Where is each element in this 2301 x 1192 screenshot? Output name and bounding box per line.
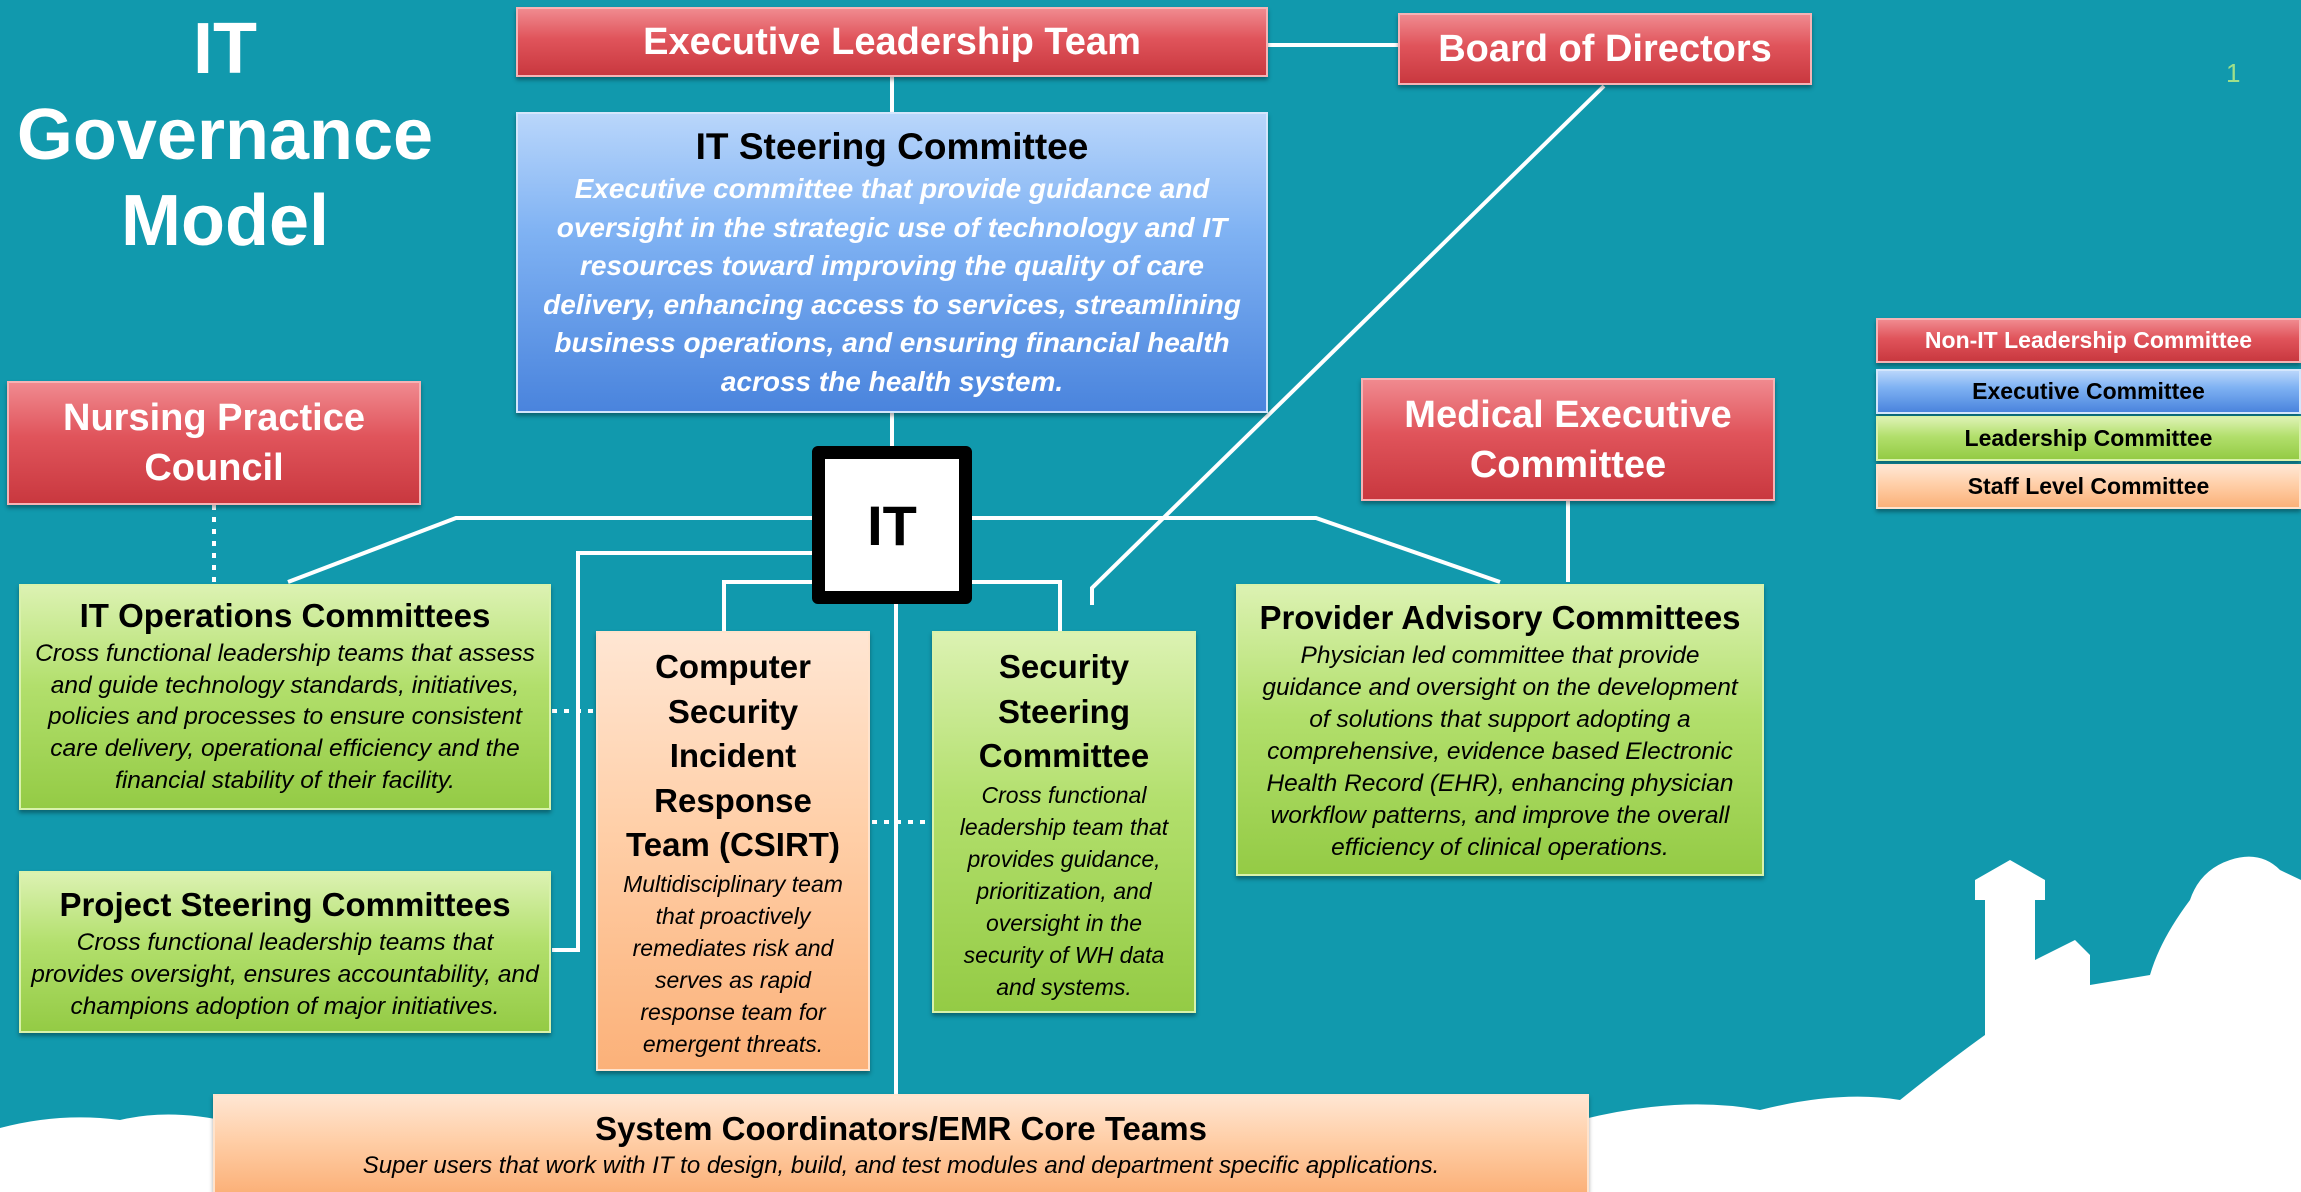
executive-leadership-team-title: Executive Leadership Team <box>643 21 1141 63</box>
executive-leadership-team-box: Executive Leadership Team <box>516 7 1268 77</box>
legend-item-executive: Executive Committee <box>1876 369 2301 414</box>
it-center-box: IT <box>812 446 972 604</box>
page-title: IT Governance Model <box>0 6 450 264</box>
legend-label: Executive Committee <box>1972 378 2205 404</box>
nursing-practice-council-box: Nursing Practice Council <box>7 381 421 505</box>
system-coordinators-title: System Coordinators/EMR Core Teams <box>595 1110 1207 1147</box>
board-of-directors-title: Board of Directors <box>1438 28 1772 70</box>
it-steering-committee-box: IT Steering Committee Executive committe… <box>516 112 1268 413</box>
medical-executive-committee-title-line: Medical Executive <box>1404 393 1732 436</box>
landscape-silhouette <box>0 856 2301 1192</box>
nursing-practice-council-title-line: Nursing Practice <box>63 397 365 439</box>
it-operations-committees-description: Cross functional leadership teams that a… <box>35 640 535 794</box>
csirt-title-line: Security <box>667 692 799 730</box>
legend-item-non-it-leadership: Non-IT Leadership Committee <box>1876 318 2301 363</box>
page-title-line: Model <box>121 181 329 261</box>
project-steering-committees-box: Project Steering Committees Cross functi… <box>19 871 551 1033</box>
csirt-title-line: Incident <box>669 737 797 774</box>
it-operations-committees-box: IT Operations Committees Cross functiona… <box>19 584 551 810</box>
legend-label: Leadership Committee <box>1964 425 2213 451</box>
legend-item-leadership: Leadership Committee <box>1876 416 2301 461</box>
csirt-title-line: Team (CSIRT) <box>626 826 840 863</box>
provider-advisory-committees-title: Provider Advisory Committees <box>1259 599 1741 636</box>
security-steering-committee-description: Cross functional leadership team that pr… <box>959 781 1169 1000</box>
page-title-line: IT <box>193 9 257 89</box>
page-title-line: Governance <box>16 95 434 175</box>
provider-advisory-committees-box: Provider Advisory Committees Physician l… <box>1236 584 1764 876</box>
page-number: 1 <box>2226 58 2241 88</box>
medical-executive-committee-title-line: Committee <box>1469 443 1667 486</box>
legend-label: Non-IT Leadership Committee <box>1924 327 2253 353</box>
csirt-title-line: Response <box>654 781 812 819</box>
security-steering-committee-title-line: Security <box>998 648 1130 685</box>
it-center-label: IT <box>867 493 917 557</box>
legend-item-staff-level: Staff Level Committee <box>1876 464 2301 509</box>
csirt-description: Multidisciplinary team that proactively … <box>623 870 843 1057</box>
provider-advisory-committees-description: Physician led committee that provide gui… <box>1262 642 1738 861</box>
it-operations-committees-title: IT Operations Committees <box>79 597 491 634</box>
it-steering-committee-title: IT Steering Committee <box>695 126 1089 167</box>
nursing-practice-council-title-line: Council <box>144 447 284 489</box>
board-of-directors-box: Board of Directors <box>1398 13 1812 85</box>
security-steering-committee-title-line: Steering <box>997 692 1131 730</box>
system-coordinators-box: System Coordinators/EMR Core Teams Super… <box>213 1094 1589 1192</box>
project-steering-committees-description: Cross functional leadership teams that p… <box>31 929 539 1020</box>
security-steering-committee-box: Security Steering Committee Cross functi… <box>932 631 1196 1013</box>
security-steering-committee-title-line: Committee <box>978 737 1150 774</box>
project-steering-committees-title: Project Steering Committees <box>59 886 511 923</box>
it-steering-committee-description: Executive committee that provide guidanc… <box>543 173 1241 397</box>
system-coordinators-description: Super users that work with IT to design,… <box>362 1152 1440 1179</box>
csirt-title-line: Computer <box>655 648 811 685</box>
legend-label: Staff Level Committee <box>1967 473 2210 499</box>
csirt-box: Computer Security Incident Response Team… <box>596 631 870 1071</box>
medical-executive-committee-box: Medical Executive Committee <box>1361 378 1775 501</box>
